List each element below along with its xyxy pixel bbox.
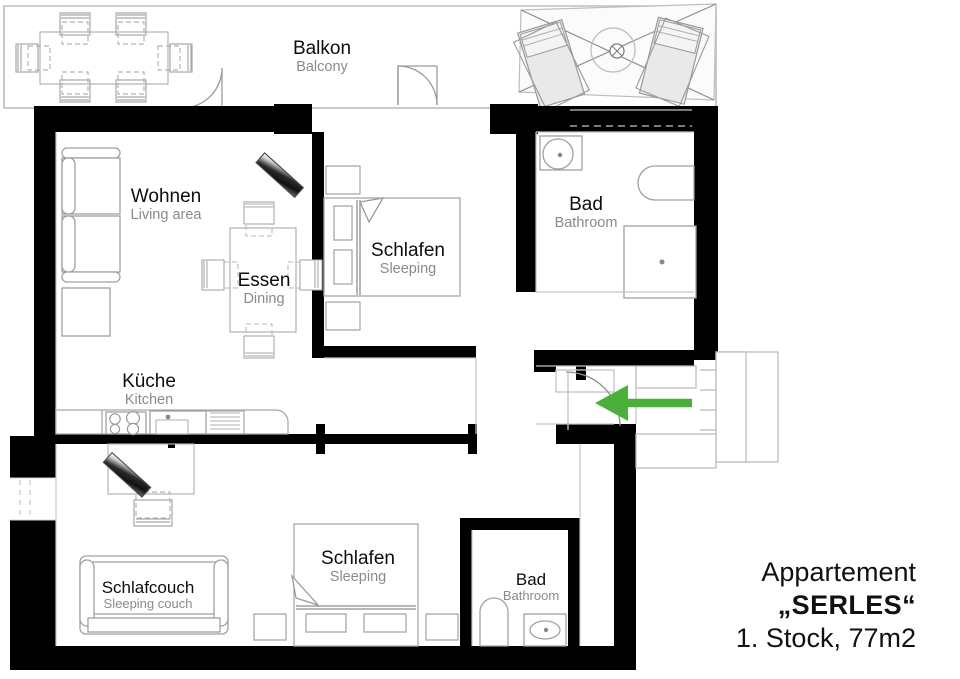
apartment-name-label: „SERLES“ bbox=[777, 590, 916, 621]
corridor-thin-lines bbox=[536, 365, 637, 430]
kitchen-table-set bbox=[107, 443, 195, 527]
thin-interior-lines-upper bbox=[535, 109, 694, 293]
sleeping-couch bbox=[79, 555, 229, 635]
dining-table-set bbox=[201, 201, 323, 359]
misc-interior-guides bbox=[55, 132, 581, 646]
entrance-arrow-icon bbox=[595, 385, 692, 421]
lounge-chair-left bbox=[512, 18, 590, 112]
apartment-floor-area-label: 1. Stock, 77m2 bbox=[735, 623, 916, 654]
window-opening-left bbox=[9, 477, 57, 521]
apartment-type-label: Appartement bbox=[761, 557, 916, 588]
bathroom-lower-fixtures bbox=[479, 597, 567, 647]
bathroom-upper-fixtures bbox=[539, 135, 697, 299]
door-leaf-kitchen bbox=[102, 451, 152, 498]
bedroom-lower-bed bbox=[290, 523, 419, 647]
bedroom-upper-bed bbox=[323, 197, 461, 297]
title-block: Appartement „SERLES“ 1. Stock, 77m2 bbox=[736, 556, 916, 655]
lounge-chair-right bbox=[635, 16, 710, 108]
bedroom-lower-nightstands bbox=[253, 613, 459, 641]
building-walls bbox=[10, 104, 718, 670]
door-leaf-living bbox=[255, 152, 305, 199]
kitchen-cooktop-icon bbox=[105, 411, 147, 436]
bedroom-upper-nightstands bbox=[325, 165, 361, 331]
living-room-sofa bbox=[61, 147, 121, 283]
kitchen-sink-icon bbox=[149, 410, 245, 435]
stairs-landing bbox=[635, 351, 779, 469]
balcony-dining-set bbox=[15, 12, 193, 103]
living-room-side-table bbox=[61, 287, 111, 337]
